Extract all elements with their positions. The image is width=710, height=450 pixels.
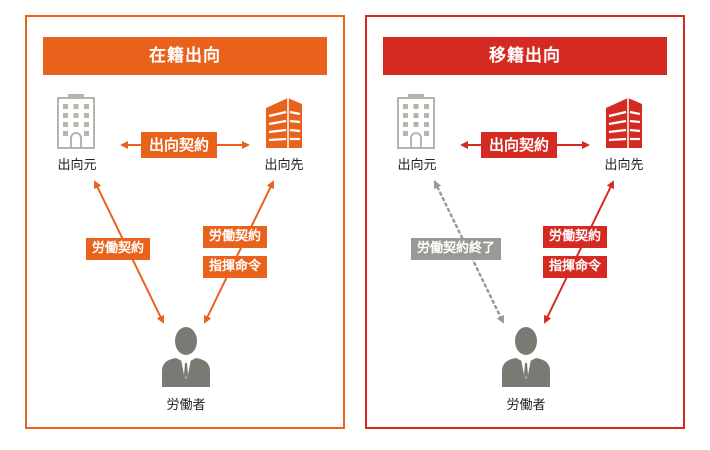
- employment-contract-tag: 労働契約: [86, 238, 151, 260]
- worker-label: 労働者: [506, 398, 546, 413]
- destination-label: 出向先: [604, 158, 644, 173]
- command-tag: 指揮命令: [203, 256, 268, 278]
- employment-contract-tag: 労働契約: [543, 226, 608, 248]
- worker-label: 労働者: [166, 398, 206, 413]
- origin-label: 出向元: [57, 158, 97, 173]
- person-icon: [162, 327, 210, 387]
- panel-title: 移籍出向: [383, 37, 667, 75]
- person-icon: [502, 327, 550, 387]
- contract-tag: 出向契約: [141, 132, 218, 158]
- employment-contract-tag: 労働契約: [203, 226, 268, 248]
- corporate-building-icon: [266, 98, 302, 148]
- command-tag: 指揮命令: [543, 256, 608, 278]
- origin-label: 出向元: [397, 158, 437, 173]
- contract-tag: 出向契約: [481, 132, 558, 158]
- contract-ended-tag: 労働契約終了: [411, 238, 502, 260]
- office-building-icon: [57, 94, 95, 149]
- destination-label: 出向先: [264, 158, 304, 173]
- panel-title: 在籍出向: [43, 37, 327, 75]
- office-building-icon: [397, 94, 435, 149]
- corporate-building-icon: [606, 98, 642, 148]
- dest-worker-arrow: [544, 180, 614, 324]
- dest-worker-arrow: [204, 180, 274, 324]
- panel-zaiseki-shukko: 在籍出向: [25, 15, 345, 429]
- panel-iseki-shukko: 移籍出向: [365, 15, 685, 429]
